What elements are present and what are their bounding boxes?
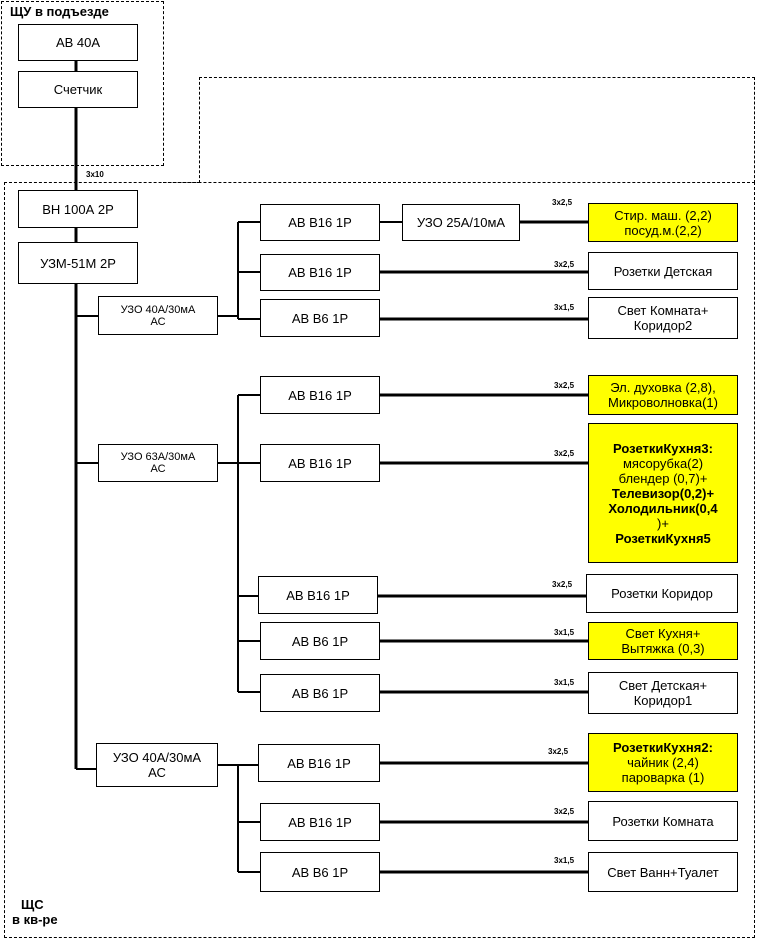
load-box: Розетки Детская [588, 252, 738, 290]
cable-label: 3х2,5 [554, 260, 575, 269]
apartment-panel-zone [4, 182, 755, 938]
cable-label: 3х2,5 [552, 580, 573, 589]
load-box: РозеткиКухня2: чайник (2,4) пароварка (1… [588, 733, 738, 792]
cable-label: 3х1,5 [554, 856, 575, 865]
cable-label: 3х1,5 [554, 678, 575, 687]
cable-label: 3х2,5 [554, 449, 575, 458]
breaker-box: АВ В16 1Р [260, 376, 380, 414]
meter-box: Счетчик [18, 71, 138, 108]
apartment-panel-zone-upper [199, 77, 755, 183]
breaker-box: АВ В6 1Р [260, 622, 380, 660]
breaker-box: АВ В16 1Р [260, 444, 380, 482]
breaker-box: АВ В6 1Р [260, 299, 380, 337]
breaker-box: АВ В16 1Р [260, 204, 380, 241]
entrance-panel-label: ЩУ в подъезде [10, 4, 109, 19]
rcd-washer-box: УЗО 25А/10мА [402, 204, 520, 241]
load-box: Розетки Коридор [586, 574, 738, 613]
load-box: Стир. маш. (2,2)посуд.м.(2,2) [588, 203, 738, 242]
breaker-box: АВ В6 1Р [260, 852, 380, 892]
load-box: Свет Кухня+Вытяжка (0,3) [588, 622, 738, 660]
cable-label: 3х1,5 [554, 303, 575, 312]
load-box: РозеткиКухня3: мясорубка(2) блендер (0,7… [588, 423, 738, 563]
entrance-panel-zone [1, 1, 164, 166]
breaker-box: АВ В16 1Р [258, 744, 380, 782]
cable-label: 3х2,5 [554, 807, 575, 816]
apartment-panel-label: ЩС в кв-ре [12, 897, 58, 927]
breaker-box: АВ В6 1Р [260, 674, 380, 712]
cable-label: 3х2,5 [548, 747, 569, 756]
load-box: Эл. духовка (2,8),Микроволновка(1) [588, 375, 738, 415]
feed-cable-label: 3х10 [86, 170, 104, 179]
cable-label: 3х2,5 [552, 198, 573, 207]
load-box: Свет Ванн+Туалет [588, 852, 738, 892]
cable-label: 3х2,5 [554, 381, 575, 390]
load-box: Свет Комната+Коридор2 [588, 297, 738, 339]
breaker-box: АВ В16 1Р [260, 803, 380, 841]
main-breaker-box: АВ 40А [18, 24, 138, 61]
entrance-panel-connector [163, 165, 200, 183]
load-box: Розетки Комната [588, 801, 738, 841]
voltage-relay-box: УЗМ-51М 2Р [18, 242, 138, 284]
breaker-box: АВ В16 1Р [258, 576, 378, 614]
load-box: Свет Детская+Коридор1 [588, 672, 738, 714]
switch-box: ВН 100А 2Р [18, 190, 138, 228]
breaker-box: АВ В16 1Р [260, 254, 380, 291]
cable-label: 3х1,5 [554, 628, 575, 637]
